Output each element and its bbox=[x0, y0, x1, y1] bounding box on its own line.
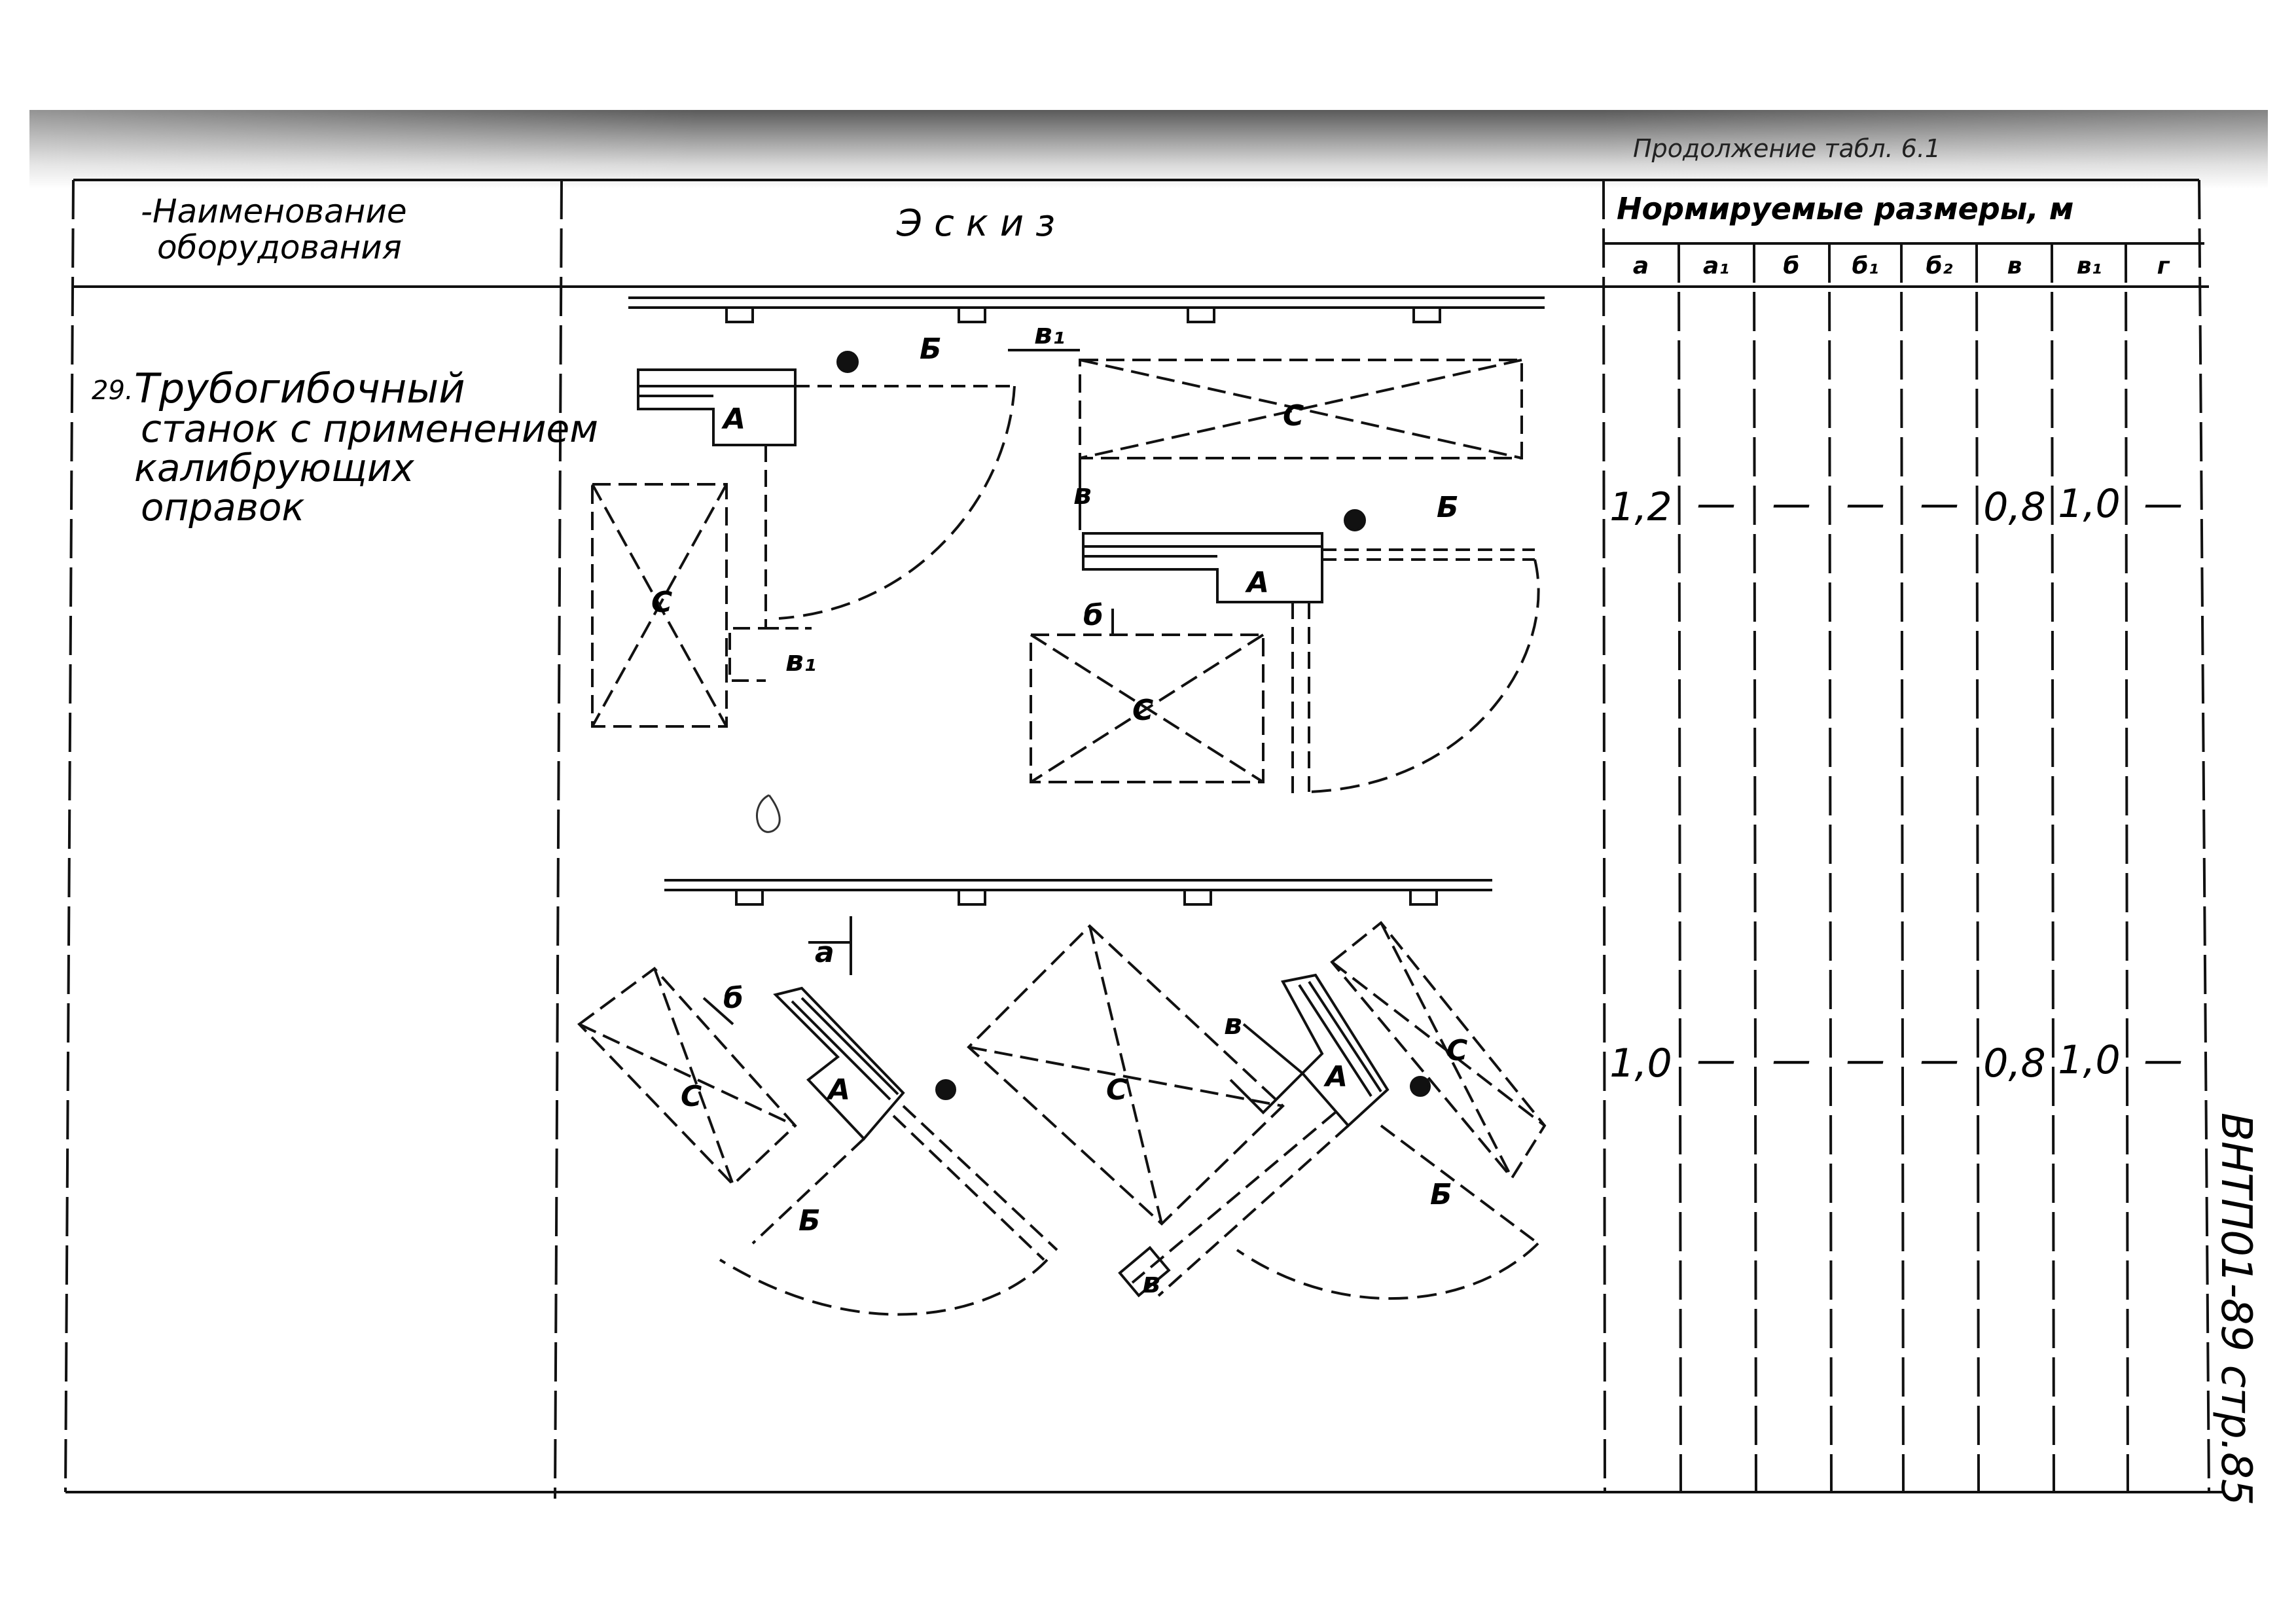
value-r2-b2: — bbox=[1920, 1037, 1959, 1083]
subheader-b1: б₁ bbox=[1852, 253, 1879, 279]
subheader-a1: а₁ bbox=[1703, 253, 1729, 279]
value-r1-b2: — bbox=[1920, 481, 1959, 527]
label-v1-2: в₁ bbox=[785, 645, 816, 678]
label-v-lower-2: в bbox=[1142, 1266, 1160, 1300]
value-r2-b1: — bbox=[1846, 1037, 1885, 1083]
label-machine-a-2: А bbox=[1245, 566, 1269, 599]
value-r1-a1: — bbox=[1696, 481, 1736, 527]
header-sketch: Эскиз bbox=[896, 202, 1067, 245]
subheader-b: б bbox=[1783, 253, 1799, 279]
label-storage-c-4: С bbox=[681, 1080, 702, 1113]
subheader-v1: в₁ bbox=[2077, 253, 2102, 279]
value-r1-g: — bbox=[2144, 481, 2183, 527]
table-grid bbox=[64, 179, 2225, 1499]
label-machine-a-1: А bbox=[721, 402, 745, 436]
side-note: ВНТП01-89 стр.85 bbox=[2212, 1113, 2260, 1505]
left-border bbox=[64, 179, 75, 1493]
value-r1-b: — bbox=[1772, 481, 1811, 527]
label-v-1: в bbox=[1073, 478, 1092, 511]
value-r2-g: — bbox=[2144, 1037, 2183, 1083]
value-r2-v: 0,8 bbox=[1983, 1041, 2045, 1086]
value-r1-v1: 1,0 bbox=[2058, 481, 2120, 527]
label-storage-c-2: С bbox=[651, 586, 672, 619]
subheader-cells: а а₁ б б₁ б₂ в в₁ г bbox=[1633, 253, 2170, 279]
subheader-v: в bbox=[2007, 253, 2022, 279]
label-storage-c-5: С bbox=[1106, 1073, 1127, 1107]
subheader-b2: б₂ bbox=[1926, 253, 1953, 279]
value-r1-a: 1,2 bbox=[1609, 484, 1672, 530]
values-row-1: 1,2 — — — — 0,8 1,0 — bbox=[1609, 481, 2183, 530]
sketch-upper-labels: А Б в₁ С С в₁ в Б А б С bbox=[651, 317, 1459, 727]
label-machine-a-4: А bbox=[1323, 1060, 1348, 1094]
scan-shadow-band bbox=[29, 110, 2268, 188]
scan-shadow-fade bbox=[29, 110, 2268, 208]
col-divider-sketch bbox=[1602, 179, 1606, 1493]
label-b-lower-1: б bbox=[723, 982, 744, 1015]
col-divider-name bbox=[554, 179, 563, 1499]
subheader-g: г bbox=[2157, 253, 2170, 279]
value-r2-v1: 1,0 bbox=[2058, 1037, 2120, 1083]
label-machine-a-3: А bbox=[826, 1073, 850, 1107]
sketch-lower bbox=[577, 879, 1547, 1316]
row-name-line2: станок с применением bbox=[141, 406, 598, 451]
row-name-line1: Трубогибочный bbox=[134, 365, 465, 412]
header-name-line1: -Наименование bbox=[141, 192, 407, 230]
row-name-line3: калибрующих bbox=[134, 446, 414, 490]
pencil-mark bbox=[756, 794, 781, 833]
value-r1-v: 0,8 bbox=[1983, 484, 2045, 530]
label-a-1: а bbox=[815, 936, 834, 969]
table-caption: Продолжение табл. 6.1 bbox=[1633, 134, 1941, 163]
value-r2-a: 1,0 bbox=[1609, 1041, 1672, 1086]
value-r2-b: — bbox=[1772, 1037, 1811, 1083]
row-number: 29. bbox=[92, 376, 134, 406]
sketch-lower-labels: а б С А Б С в А С Б в bbox=[681, 936, 1467, 1300]
label-zone-b-4: Б bbox=[1430, 1178, 1452, 1211]
value-r1-b1: — bbox=[1846, 481, 1885, 527]
header-name-line2: оборудования bbox=[157, 228, 402, 266]
sketch-upper bbox=[591, 296, 1545, 795]
right-border bbox=[2198, 179, 2210, 1493]
label-b-1: б bbox=[1083, 599, 1103, 632]
label-storage-c-1: С bbox=[1283, 399, 1304, 433]
label-v-lower-1: в bbox=[1224, 1008, 1242, 1041]
label-zone-b-3: Б bbox=[798, 1204, 821, 1238]
label-storage-c-3: С bbox=[1132, 694, 1153, 727]
header-norms: Нормируемые размеры, м bbox=[1617, 191, 2074, 226]
value-r2-a1: — bbox=[1696, 1037, 1736, 1083]
label-zone-b-1: Б bbox=[920, 332, 942, 366]
label-storage-c-6: С bbox=[1446, 1034, 1467, 1067]
label-v1-1: в₁ bbox=[1034, 317, 1065, 351]
row-name-line4: оправок bbox=[141, 485, 304, 529]
subheader-a: а bbox=[1633, 253, 1649, 279]
label-zone-b-2: Б bbox=[1437, 491, 1459, 524]
values-row-2: 1,0 — — — — 0,8 1,0 — bbox=[1609, 1037, 2183, 1086]
